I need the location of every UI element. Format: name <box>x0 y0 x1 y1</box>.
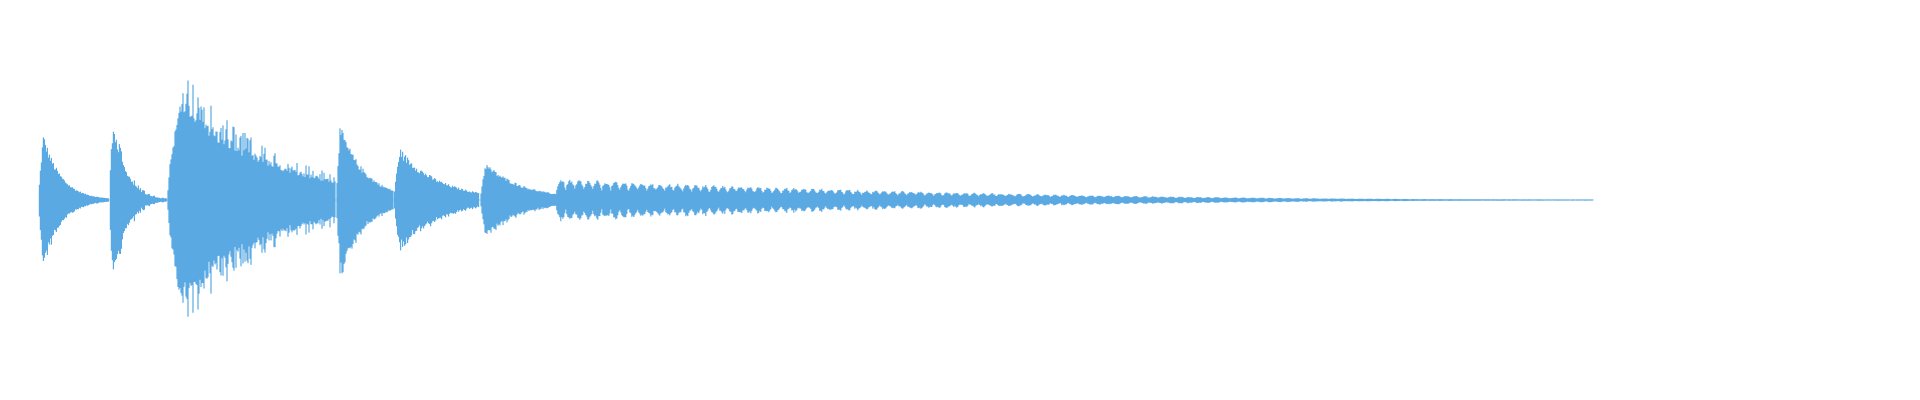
waveform-segment-4 <box>336 128 394 274</box>
waveform-segment-6 <box>480 165 557 234</box>
waveform-segment-2 <box>109 131 167 270</box>
waveform-segment-3 <box>167 80 336 317</box>
waveform-segment-5 <box>394 149 480 251</box>
waveform-segment-7 <box>556 179 1594 222</box>
waveform-envelope <box>38 80 1594 317</box>
waveform-segment-1 <box>38 137 109 261</box>
